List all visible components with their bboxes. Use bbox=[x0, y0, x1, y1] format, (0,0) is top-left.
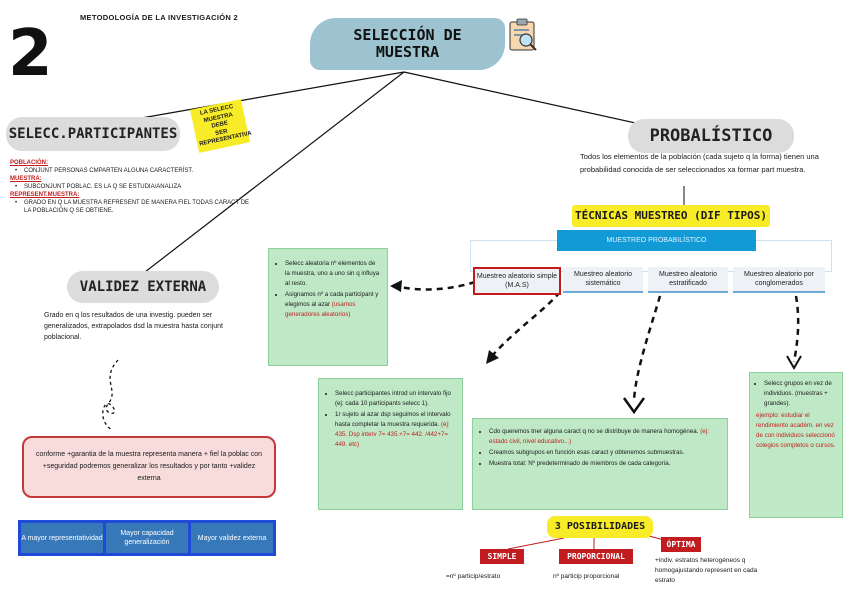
estr-bullet-1-text: Cdo queremos tner alguna caract q no se … bbox=[489, 428, 701, 435]
simple-bullet-2-note: (usamos generadores aleatorios) bbox=[285, 301, 356, 318]
box-muestreo-simple: Selecc aleatoria nº elementos de la mues… bbox=[268, 248, 388, 366]
muestreo-probabilistico-header: MUESTREO PROBABILÍSTICO bbox=[557, 230, 756, 251]
def-term-represent: REPRESENT.MUESTRA: bbox=[10, 192, 80, 198]
def-text-muestra: SUBCONJUNT POBLAC. ES LA Q SE ESTUDIA/AN… bbox=[10, 183, 250, 191]
probabilistico-title: PROBALÍSTICO bbox=[628, 119, 794, 153]
simple-bullet-2: Asignamos nº a cada participant y elegim… bbox=[285, 290, 381, 320]
sist-bullet-2-text: 1r sujeto al azar dsp seguimos el interv… bbox=[335, 411, 451, 428]
main-title-box: SELECCIÓN DE MUESTRA bbox=[310, 18, 505, 70]
mp-item-estratificado: Muestreo aleatorio estratificado bbox=[648, 267, 728, 293]
sist-bullet-2-note: (ej: 435. Dsp interv 7= 435.+7= 442. /44… bbox=[335, 421, 450, 448]
course-title: METODOLOGÍA DE LA INVESTIGACIÓN 2 bbox=[80, 13, 238, 22]
def-term-poblacion: POBLACIÓN: bbox=[10, 160, 48, 166]
box-muestreo-estratificado: Cdo queremos tner alguna caract q no se … bbox=[472, 418, 728, 510]
validez-externa-title: VALIDEZ EXTERNA bbox=[67, 271, 219, 303]
clipboard-search-icon bbox=[509, 18, 537, 51]
simple-bullet-1: Selecc aleatoria nº elementos de la mues… bbox=[285, 259, 381, 289]
representativity-bar: A mayor representatividad Mayor capacida… bbox=[18, 520, 276, 556]
mp-item-sistematico: Muestreo aleatorio sistemático bbox=[563, 267, 643, 293]
simple-bullet-2-text: Asignamos nº a cada participant y elegim… bbox=[285, 291, 379, 308]
tag-optima: ÓPTIMA bbox=[661, 537, 701, 552]
bar-cell-generalizacion: Mayor capacidad generalización bbox=[106, 523, 188, 553]
definitions-list: POBLACIÓN: CONJUNT PERSONAS CMPARTEN ALG… bbox=[10, 159, 250, 215]
cong-bullet-1: Selecc grupos en vez de individuos. (mue… bbox=[764, 379, 838, 409]
tres-posibilidades-title: 3 POSIBILIDADES bbox=[547, 516, 653, 538]
simple-text: =nº particip/estrato bbox=[446, 573, 501, 580]
sist-bullet-2: 1r sujeto al azar dsp seguimos el interv… bbox=[335, 410, 456, 450]
optima-text: +indiv. estratos heterogéneos q homogaju… bbox=[655, 557, 758, 584]
tecnicas-muestreo-title: TÉCNICAS MUESTREO (DIF TIPOS) bbox=[572, 205, 770, 227]
mp-item-conglomerados: Muestreo aleatorio por conglomerados bbox=[733, 267, 825, 293]
def-term-muestra: MUESTRA: bbox=[10, 176, 42, 182]
selecc-participantes-title: SELECC.PARTICIPANTES bbox=[6, 117, 180, 151]
cong-example: ejemplo: estudiar el rendimiento académ.… bbox=[756, 412, 836, 449]
tag-proporcional: PROPORCIONAL bbox=[559, 549, 633, 564]
conclusion-text: conforme +garantia de la muestra represe… bbox=[35, 451, 263, 482]
main-title: SELECCIÓN DE MUESTRA bbox=[353, 26, 462, 61]
conclusion-box: conforme +garantia de la muestra represe… bbox=[22, 436, 276, 498]
estr-bullet-1-note: (ej: estado civil, nivel educativo...) bbox=[489, 428, 709, 445]
box-muestreo-conglomerados: Selecc grupos en vez de individuos. (mue… bbox=[749, 372, 843, 518]
def-text-poblacion: CONJUNT PERSONAS CMPARTEN ALGUNA CARACTE… bbox=[10, 167, 250, 175]
proporcional-text: nº particip proporcional bbox=[553, 573, 620, 580]
probabilistico-description: Todos los elementos de la población (cad… bbox=[580, 152, 819, 174]
estr-bullet-3: Muestra total: Nº predeterminado de miem… bbox=[489, 459, 721, 469]
def-text-represent: GRADO EN Q LA MUESTRA REFRESENT DE MANER… bbox=[10, 199, 250, 215]
estr-bullet-2: Creamos subgrupos en función esas caract… bbox=[489, 448, 721, 458]
sist-bullet-1: Selecc participantes introd un intervalo… bbox=[335, 389, 456, 409]
tag-simple: SIMPLE bbox=[480, 549, 524, 564]
box-muestreo-sistematico: Selecc participantes introd un intervalo… bbox=[318, 378, 463, 510]
validez-externa-text: Grado en q los resultados de una investi… bbox=[44, 312, 223, 341]
section-number: 2 bbox=[8, 17, 53, 91]
bar-cell-representatividad: A mayor representatividad bbox=[21, 523, 103, 553]
bar-cell-validez: Mayor validez externa bbox=[191, 523, 273, 553]
mp-item-simple: Muestreo aleatorio simple (M.A.S) bbox=[473, 267, 561, 295]
estr-bullet-1: Cdo queremos tner alguna caract q no se … bbox=[489, 427, 721, 447]
